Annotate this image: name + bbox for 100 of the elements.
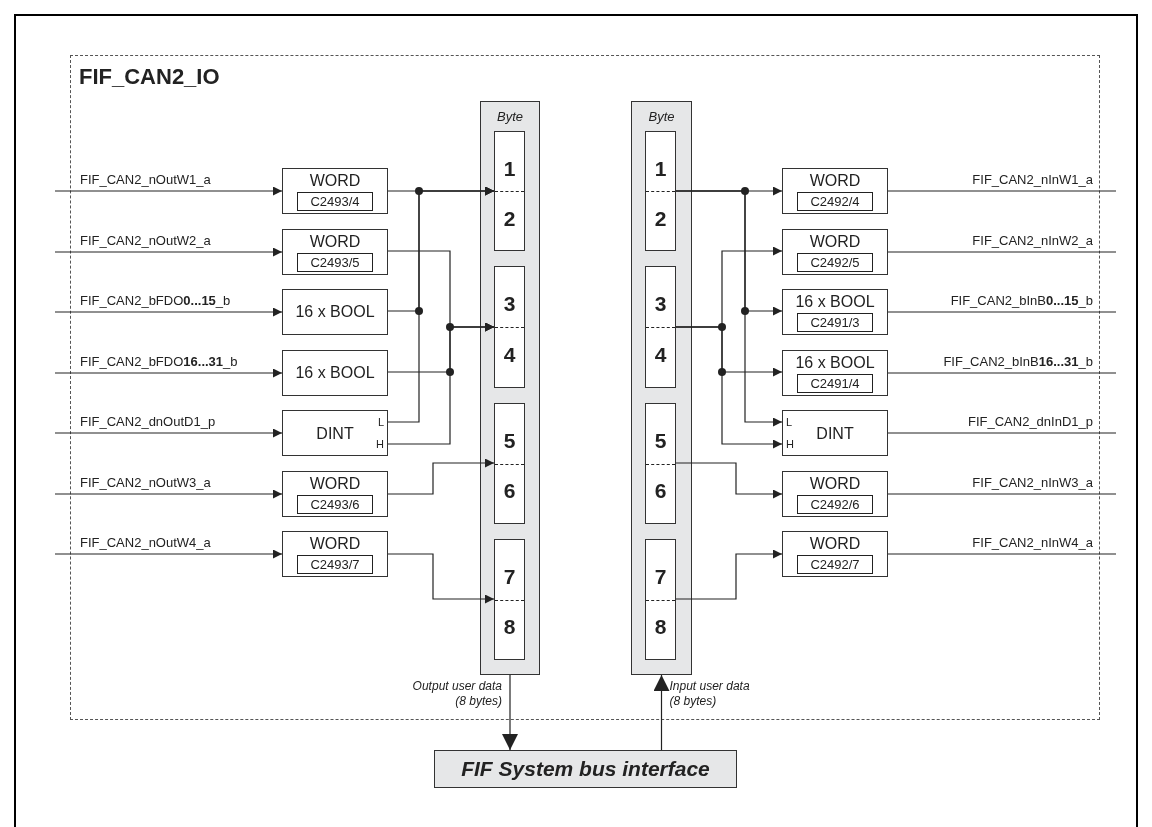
byte-pair-box <box>494 131 525 251</box>
data-type: 16 x BOOL <box>795 353 875 373</box>
signal-name: FIF_CAN2_dnInD1_p <box>968 415 1093 428</box>
data-type: 16 x BOOL <box>295 363 375 383</box>
column-header: Byte <box>647 110 676 123</box>
signal-name: FIF_CAN2_bInB0...15_b <box>950 294 1093 307</box>
byte-number: 4 <box>653 343 668 365</box>
code-number: C2491/4 <box>797 374 873 393</box>
signal-name: FIF_CAN2_nInW3_a <box>972 476 1093 489</box>
byte-number: 6 <box>502 480 517 502</box>
edge-label: Output user data (8 bytes) <box>411 679 502 709</box>
byte-column <box>631 101 692 675</box>
connector-arrow <box>387 186 495 423</box>
connector-arrow <box>675 326 783 449</box>
byte-number: 2 <box>653 207 668 229</box>
data-type: WORD <box>309 232 361 252</box>
code-number: C2492/6 <box>797 495 873 514</box>
connector-arrow <box>54 428 283 438</box>
code-number: C2493/6 <box>297 495 373 514</box>
byte-number: 8 <box>502 616 517 638</box>
conversion-box <box>282 531 388 577</box>
edge-label: Input user data (8 bytes) <box>669 679 751 709</box>
signal-name: FIF_CAN2_dnOutD1_p <box>80 415 216 428</box>
conversion-box <box>282 289 388 335</box>
byte-column <box>480 101 540 675</box>
byte-number: 7 <box>653 566 668 588</box>
signal-name: FIF_CAN2_nInW2_a <box>972 234 1093 247</box>
conversion-box <box>782 350 888 396</box>
bus-label: FIF System bus interface <box>460 756 711 783</box>
data-type: WORD <box>809 474 861 494</box>
column-header: Byte <box>496 110 524 123</box>
conversion-box <box>782 289 888 335</box>
conversion-box <box>782 410 888 456</box>
conversion-box <box>282 410 388 456</box>
function-block-frame <box>70 55 1100 720</box>
signal-name: FIF_CAN2_nOutW3_a <box>80 476 211 489</box>
byte-number: 6 <box>653 480 668 502</box>
conversion-box <box>282 350 388 396</box>
byte-number: 8 <box>653 616 668 638</box>
signal-name: FIF_CAN2_bFDO16...31_b <box>80 355 238 368</box>
signal-name: FIF_CAN2_nOutW4_a <box>80 536 211 549</box>
byte-pair-box <box>494 539 525 660</box>
data-type: 16 x BOOL <box>295 302 375 322</box>
code-number: C2493/7 <box>297 555 373 574</box>
data-type: WORD <box>309 474 361 494</box>
signal-name: FIF_CAN2_nOutW1_a <box>80 173 211 186</box>
code-number: C2491/3 <box>797 313 873 332</box>
byte-number: 5 <box>653 430 668 452</box>
connector-arrow <box>54 307 283 317</box>
connector-arrow <box>675 549 783 600</box>
code-number: C2492/5 <box>797 253 873 272</box>
port-label: L <box>377 417 384 428</box>
signal-name: FIF_CAN2_bFDO0...15_b <box>80 294 231 307</box>
connector-arrow <box>502 674 518 751</box>
signal-name: FIF_CAN2_nInW4_a <box>972 536 1093 549</box>
block-title: FIF_CAN2_IO <box>79 66 220 88</box>
signal-name: FIF_CAN2_nOutW2_a <box>80 234 211 247</box>
data-type: WORD <box>309 534 361 554</box>
byte-number: 1 <box>502 157 517 179</box>
data-type: 16 x BOOL <box>795 292 875 312</box>
code-number: C2493/4 <box>297 192 373 211</box>
byte-number: 1 <box>653 157 668 179</box>
byte-number: 7 <box>502 566 517 588</box>
code-number: C2492/4 <box>797 192 873 211</box>
byte-number: 3 <box>653 293 668 315</box>
byte-pair-box <box>645 131 676 251</box>
connector-arrow <box>54 549 283 559</box>
code-number: C2493/5 <box>297 253 373 272</box>
data-type: WORD <box>309 171 361 191</box>
connector-arrow <box>387 553 495 604</box>
conversion-box <box>782 168 888 214</box>
connector-arrow <box>675 462 783 499</box>
conversion-box <box>282 471 388 517</box>
signal-name: FIF_CAN2_bInB16...31_b <box>943 355 1093 368</box>
bus-interface-box <box>434 750 737 788</box>
byte-pair-box <box>645 266 676 388</box>
byte-number: 5 <box>502 430 517 452</box>
conversion-box <box>282 229 388 275</box>
data-type: WORD <box>809 534 861 554</box>
connector-arrow <box>54 186 283 196</box>
port-label: H <box>786 439 794 450</box>
byte-number: 3 <box>502 293 517 315</box>
byte-pair-box <box>645 539 676 660</box>
data-type: WORD <box>809 232 861 252</box>
byte-pair-box <box>645 403 676 524</box>
connector-arrow <box>387 458 495 495</box>
data-type: WORD <box>809 171 861 191</box>
connector-arrow <box>675 190 783 427</box>
connector-arrow <box>54 489 283 499</box>
byte-pair-box <box>494 266 525 388</box>
conversion-box <box>782 229 888 275</box>
byte-pair-box <box>494 403 525 524</box>
connector-arrow <box>387 322 495 445</box>
port-label: H <box>376 439 384 450</box>
connector-arrow <box>54 247 283 257</box>
connector-arrow <box>54 368 283 378</box>
byte-number: 2 <box>502 207 517 229</box>
signal-name: FIF_CAN2_nInW1_a <box>972 173 1093 186</box>
port-label: L <box>786 417 793 428</box>
connector-arrow <box>653 674 670 751</box>
